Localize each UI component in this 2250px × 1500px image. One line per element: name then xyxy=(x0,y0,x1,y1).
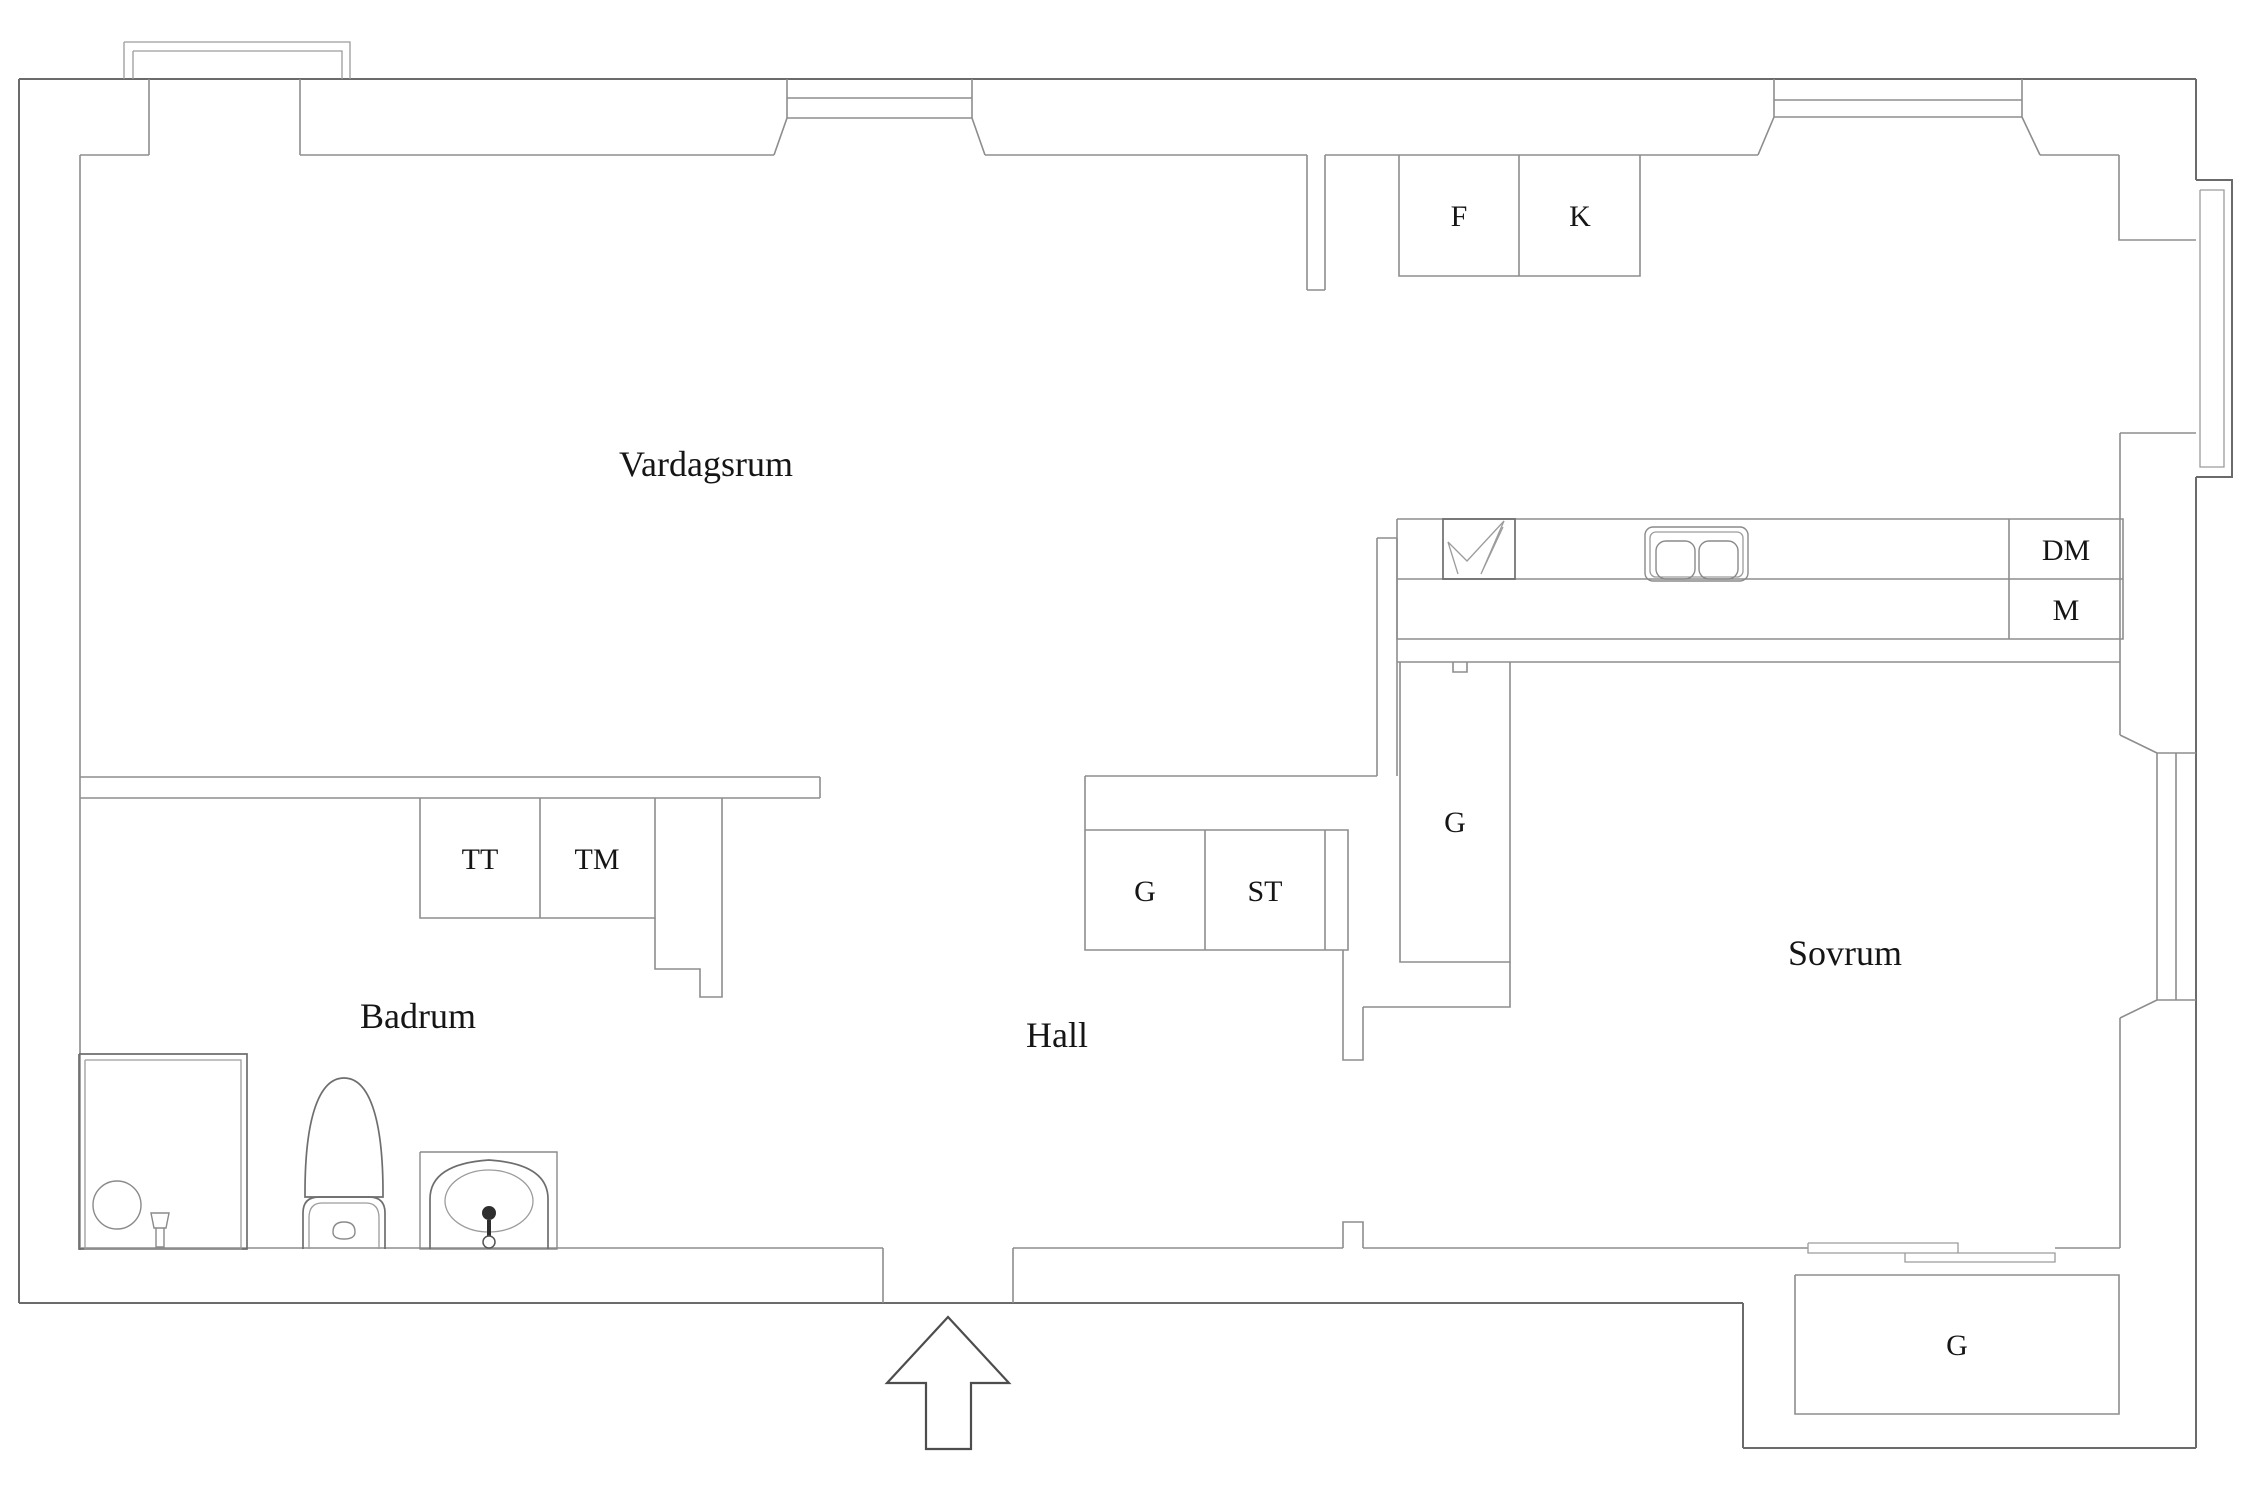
freezer-fridge-boxes xyxy=(1398,155,1641,277)
top-right-wall-step xyxy=(2118,155,2196,662)
hall-wardrobe-label: G xyxy=(1134,875,1156,908)
living-room-label: Vardagsrum xyxy=(619,444,793,484)
living-room-south-wall xyxy=(80,776,821,799)
bedroom-label: Sovrum xyxy=(1788,933,1902,973)
shower-icon xyxy=(78,1053,248,1250)
hall-closet-boxes xyxy=(1084,829,1349,951)
washing-machine-label: TM xyxy=(575,843,620,876)
balcony-door-jambs xyxy=(148,79,301,155)
washbasin-icon xyxy=(419,1151,558,1250)
right-bay-outer xyxy=(2196,179,2233,478)
bedroom-window-icon xyxy=(2119,662,2196,1019)
kitchen xyxy=(1306,155,2124,776)
bedroom-wardrobe-label: G xyxy=(1946,1329,1968,1362)
hall-closet-nook-wall xyxy=(1084,775,1377,830)
freezer-label: F xyxy=(1451,200,1468,233)
laundry-boxes xyxy=(419,798,656,919)
labels: Vardagsrum Badrum Hall Sovrum F K DM M T… xyxy=(360,200,2090,1362)
toilet-icon xyxy=(302,1077,386,1249)
balcony-outer xyxy=(123,41,351,79)
fridge-wall-stub xyxy=(1306,155,1326,291)
kitchen-window-icon xyxy=(1757,79,2041,156)
micro-label: M xyxy=(2053,594,2080,627)
kitchen-wardrobe-label: G xyxy=(1444,806,1466,839)
bathroom-fixtures xyxy=(78,1053,558,1250)
windows xyxy=(773,79,2196,1019)
balcony-inner xyxy=(132,50,343,79)
bathroom-label: Badrum xyxy=(360,996,476,1036)
sliding-door-icon xyxy=(1807,1242,2056,1263)
dishwasher-label: DM xyxy=(2042,534,2090,567)
inner-walls xyxy=(79,79,2196,1303)
bedroom-closet xyxy=(1794,1242,2120,1415)
partitions xyxy=(80,662,1511,1061)
kitchen-bedroom-partition xyxy=(1397,661,2120,673)
stove-zigzag-icon xyxy=(1447,520,1505,575)
entrance-arrow-icon xyxy=(884,1315,1012,1451)
kitchen-wardrobe-box xyxy=(1399,662,1511,963)
outer-wall-outline xyxy=(18,78,2197,1449)
kitchen-sink-icon xyxy=(1644,526,1749,582)
fridge-label: K xyxy=(1569,200,1591,233)
bedroom-west-wall xyxy=(1342,950,1511,1061)
right-bay-inner xyxy=(2199,189,2225,468)
bottom-wall-inner xyxy=(80,1018,2121,1303)
balcony xyxy=(123,41,351,79)
bedroom-wardrobe-box xyxy=(1794,1274,2120,1415)
outer-walls xyxy=(18,78,2233,1449)
living-room-window-icon xyxy=(773,79,986,156)
stove-icon xyxy=(1442,518,1516,580)
dryer-label: TT xyxy=(462,843,499,876)
hall-label: Hall xyxy=(1026,1015,1088,1055)
kitchen-west-wall xyxy=(1376,537,1398,776)
hall-cleaning-label: ST xyxy=(1247,875,1282,908)
bathroom-east-wall xyxy=(654,798,723,998)
